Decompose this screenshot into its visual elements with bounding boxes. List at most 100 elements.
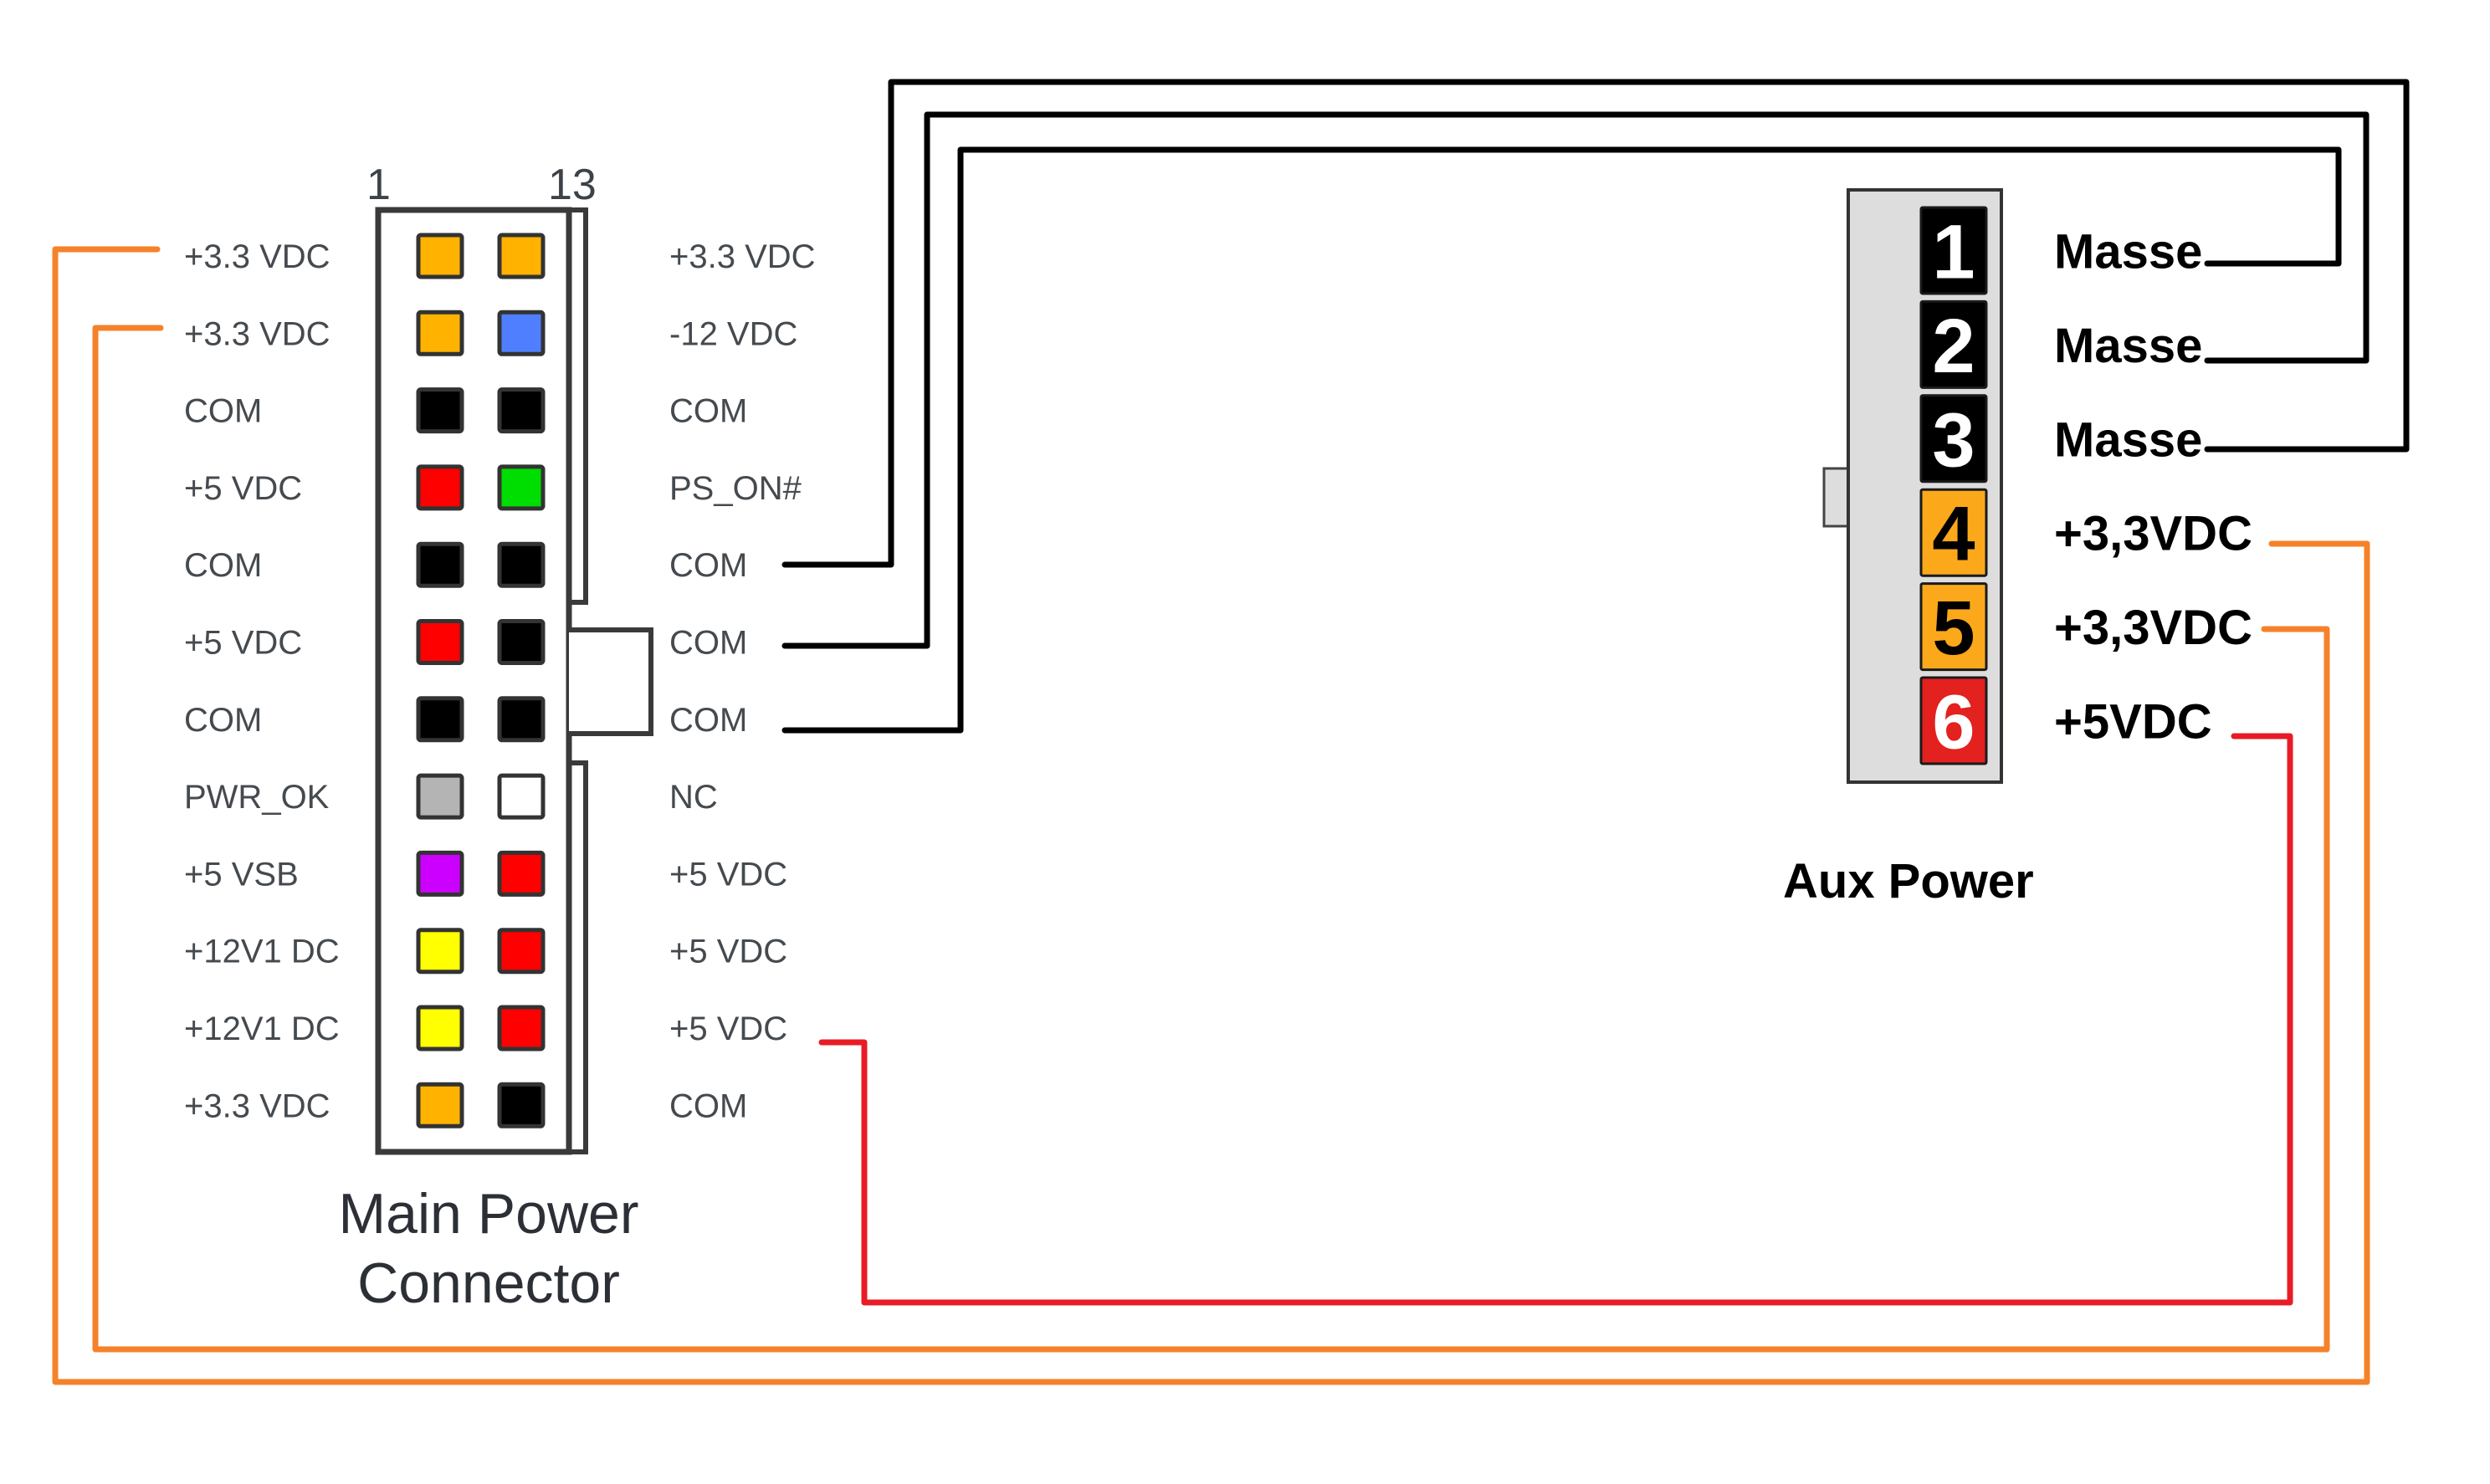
pin-left — [416, 1082, 464, 1128]
pin-label-right: NC — [669, 779, 718, 816]
pin-left — [416, 233, 464, 279]
pin-left — [416, 850, 464, 897]
aux-pin-number: 3 — [1932, 397, 1975, 483]
aux-pin: 2 Masse — [1919, 299, 2202, 389]
pin-label-right: +3.3 VDC — [669, 238, 816, 275]
pin-left — [416, 1005, 464, 1052]
wire — [781, 111, 2370, 649]
pin-label-left: +12V1 DC — [184, 934, 340, 970]
main-connector-row: COM COM — [184, 541, 747, 588]
pin-right — [497, 464, 546, 511]
pin-label-left: +5 VDC — [184, 470, 302, 507]
pin-left — [416, 696, 464, 743]
aux-pin-number: 6 — [1932, 680, 1975, 765]
aux-pin-label: +3,3VDC — [2054, 507, 2252, 561]
pin-label-right: COM — [669, 625, 747, 662]
pin-label-right: +5 VDC — [669, 856, 787, 893]
wire — [781, 146, 2342, 734]
pin-right — [497, 1005, 546, 1052]
aux-pin-label: Masse — [2054, 225, 2202, 279]
pin-label-left: COM — [184, 393, 262, 430]
pin-left — [416, 928, 464, 975]
main-connector-row: +12V1 DC +5 VDC — [184, 1005, 787, 1052]
wire — [818, 733, 2293, 1306]
pin-right — [497, 928, 546, 975]
pin-label-left: +3.3 VDC — [184, 315, 330, 352]
aux-pin-body — [1919, 206, 1988, 295]
pin-right — [497, 773, 546, 820]
pin-left — [416, 310, 464, 356]
aux-pin-label: Masse — [2054, 319, 2202, 373]
pin-right — [497, 310, 546, 356]
pin-label-right: PS_ON# — [669, 470, 802, 507]
pin-label-left: +3.3 VDC — [184, 1087, 330, 1124]
aux-pin-body — [1919, 394, 1988, 484]
aux-pin-number: 2 — [1932, 304, 1975, 389]
main-connector-row: COM COM — [184, 696, 747, 743]
aux-pin-body — [1919, 299, 1988, 389]
pin-right — [497, 233, 546, 279]
main-connector-title-line1: Main Power — [338, 1182, 638, 1246]
pin-label-right: COM — [669, 1087, 747, 1124]
pin-label-left: +3.3 VDC — [184, 238, 330, 275]
main-connector-row: +5 VDC COM — [184, 619, 747, 665]
wire — [52, 246, 2370, 1385]
aux-pin: 6+5VDC — [1919, 676, 2212, 765]
main-connector-row: +12V1 DC +5 VDC — [184, 928, 787, 975]
pin-label-left: +5 VSB — [184, 856, 299, 893]
aux-pin-body — [1919, 676, 1988, 765]
pin-left — [416, 387, 464, 434]
wires-layer — [52, 79, 2410, 1385]
aux-pin: 4 +3,3VDC — [1919, 488, 2252, 577]
aux-pin-number: 1 — [1932, 210, 1975, 295]
pin-number-last: 13 — [548, 161, 597, 209]
pin-label-right: +5 VDC — [669, 1011, 787, 1047]
pin-right — [497, 1082, 546, 1128]
connector-rail-upper — [569, 207, 588, 605]
aux-pin-label: Masse — [2054, 412, 2202, 467]
pin-number-first: 1 — [366, 161, 391, 209]
wire — [781, 79, 2410, 568]
pin-left — [416, 541, 464, 588]
main-connector-row: +3.3 VDC -12 VDC — [184, 310, 797, 356]
pin-right — [497, 696, 546, 743]
pin-label-left: +12V1 DC — [184, 1011, 340, 1047]
aux-pin-body — [1919, 582, 1988, 672]
pin-left — [416, 773, 464, 820]
pin-label-right: COM — [669, 547, 747, 584]
pin-right — [497, 387, 546, 434]
pin-label-right: +5 VDC — [669, 934, 787, 970]
pin-left — [416, 464, 464, 511]
aux-pin-number: 5 — [1932, 586, 1975, 671]
aux-connector-tab — [1822, 467, 1850, 528]
pin-label-left: COM — [184, 702, 262, 739]
main-connector-row: +5 VDC PS_ON# — [184, 464, 802, 511]
aux-pin: 1 Masse — [1919, 206, 2202, 295]
aux-connector-title: Aux Power — [1783, 854, 2034, 908]
main-connector-title-line2: Connector — [357, 1251, 620, 1315]
connector-latch — [569, 627, 653, 736]
pin-label-left: +5 VDC — [184, 625, 302, 662]
main-connector-row: +3.3 VDC COM — [184, 1082, 747, 1128]
aux-pin: 5+3,3VDC — [1919, 582, 2252, 672]
connector-rail-lower — [569, 760, 588, 1154]
pin-right — [497, 619, 546, 665]
wire — [92, 325, 2330, 1353]
main-connector-row: +5 VSB +5 VDC — [184, 850, 787, 897]
pin-label-right: -12 VDC — [669, 315, 797, 352]
pin-left — [416, 619, 464, 665]
aux-pin-number: 4 — [1932, 492, 1975, 577]
main-connector-row: COM COM — [184, 387, 747, 434]
pin-label-right: COM — [669, 393, 747, 430]
pin-label-left: COM — [184, 547, 262, 584]
pin-right — [497, 850, 546, 897]
pin-label-right: COM — [669, 702, 747, 739]
pin-label-left: PWR_OK — [184, 779, 330, 816]
aux-pin-body — [1919, 488, 1988, 577]
aux-pin: 3 Masse — [1919, 394, 2202, 484]
